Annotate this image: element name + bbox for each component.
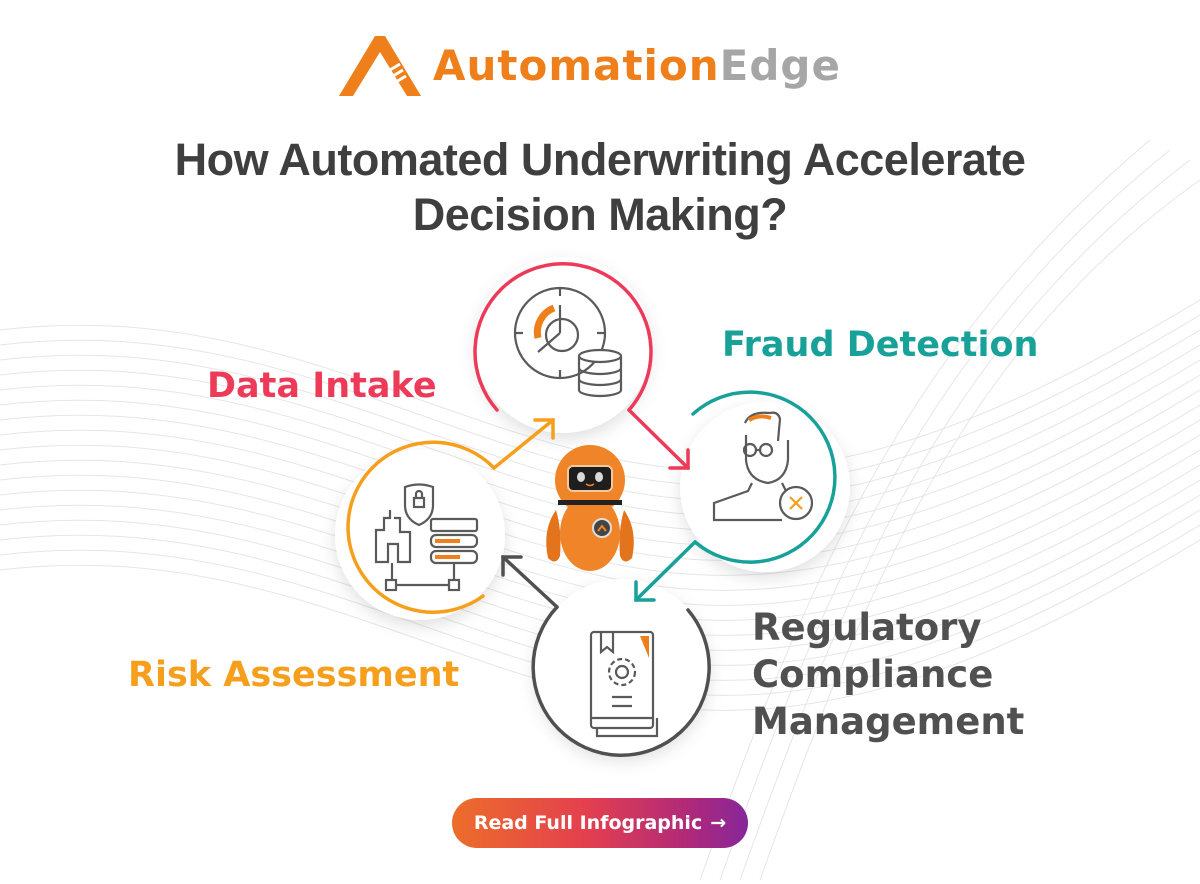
step-fraud-detection-ring [634, 390, 837, 602]
automationedge-logo-mark-icon [339, 36, 421, 96]
page-title-line1: How Automated Underwriting Accelerate [174, 134, 1026, 185]
step-regulatory-compliance-ring [501, 555, 711, 757]
step-fraud-detection-label: Fraud Detection [722, 325, 1039, 365]
step-risk-assessment-ring [346, 418, 555, 614]
robot-mascot-icon [546, 445, 634, 571]
arrow-right-icon: → [710, 812, 727, 834]
brand-name: AutomationEdge [433, 41, 841, 90]
step-regulatory-line1: Regulatory [752, 606, 982, 649]
page-title-line2: Decision Making? [412, 189, 788, 240]
shield-server-network-icon [374, 483, 479, 592]
read-full-infographic-button[interactable]: Read Full Infographic → [452, 798, 748, 848]
step-regulatory-compliance-label: Regulatory Compliance Management [752, 604, 1024, 745]
step-data-intake-label: Data Intake [207, 366, 437, 406]
brand-name-part1: Automation [433, 40, 720, 90]
user-reject-icon [712, 411, 814, 522]
step-regulatory-line2: Compliance [752, 653, 994, 696]
brand-logo: AutomationEdge [335, 30, 841, 100]
clock-database-icon [513, 286, 623, 398]
step-risk-assessment-label: Risk Assessment [128, 655, 460, 695]
cta-label: Read Full Infographic [473, 812, 703, 834]
step-regulatory-line3: Management [752, 700, 1025, 743]
step-data-intake-ring [473, 262, 690, 470]
rulebook-gear-icon [589, 630, 659, 738]
page-title: How Automated Underwriting Accelerate De… [0, 132, 1200, 242]
brand-name-part2: Edge [719, 40, 841, 90]
